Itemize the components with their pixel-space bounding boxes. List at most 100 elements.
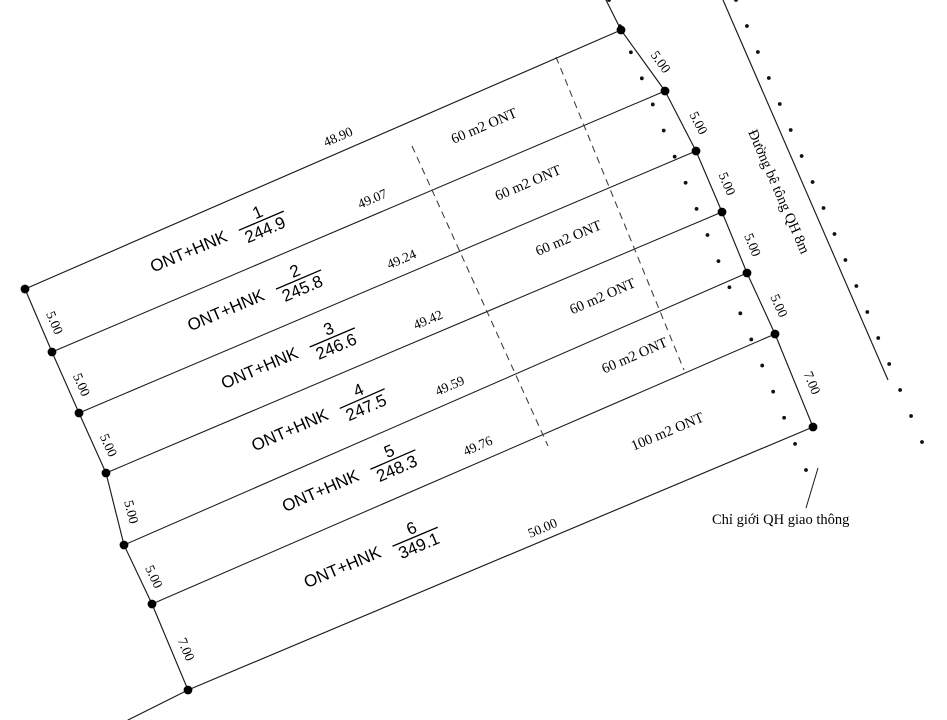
road-near-edge-line [722,0,889,381]
plot-boundary-group [24,0,814,720]
plot-divider-line-5 [151,333,776,605]
top-boundary-line [24,29,622,290]
dimension-left-side-3: 5.00 [97,431,120,459]
plot-fraction-bar-6 [392,526,438,547]
right-edge-segment-5 [746,272,776,335]
dimension-left-side-6: 7.00 [175,635,198,663]
planning-boundary-inner-dot [639,76,644,81]
dimension-left-side-2: 5.00 [70,371,93,399]
planning-boundary-outer-dot [777,102,782,106]
planning-boundary-outer-dot [821,206,826,210]
residential-subarea-label-6: 100 m2 ONT [629,410,707,455]
plot-divider-line-4 [123,272,748,546]
plot-fraction-bar-3 [309,327,356,348]
planning-boundary-inner-dot [804,468,808,472]
planning-boundary-outer-dot [887,362,892,366]
right-vertex-1 [616,25,626,35]
planning-boundary-inner-dot [782,415,787,420]
plot-divider-line-3 [105,211,723,474]
planning-boundary-note: Chỉ giới QH giao thông [712,512,849,528]
vertex-markers-group [20,25,818,695]
right-vertex-4 [717,207,727,217]
planning-boundary-inner-dot [672,154,677,159]
plot-fraction-bar-4 [339,388,385,410]
planning-boundary-outer-dot [920,440,924,444]
planning-boundary-outer-dot [876,336,881,340]
boundary-note-leader-line [805,467,819,509]
planning-boundary-outer-dot [843,258,848,262]
left-vertex-4 [101,468,111,478]
dimension-and-label-text-group: 48.9049.0749.2449.4249.5949.7650.005.005… [43,48,849,663]
plot-landuse-label-3: ONT+HNK [218,343,301,393]
left-vertex-6 [147,599,157,609]
bottom-boundary-line [187,426,814,691]
dimension-left-side-5: 5.00 [142,563,166,591]
dimension-right-side-5: 5.00 [767,292,791,320]
dimension-interior-front-2: 49.24 [385,246,419,272]
residential-subarea-label-4: 60 m2 ONT [567,275,638,318]
planning-boundary-outer-dot [909,414,913,418]
left-edge-segment-1 [24,288,53,353]
left-edge-segment-5 [123,544,153,605]
planning-boundary-inner-dot [793,441,797,446]
residential-subarea-dashed-group [411,56,685,447]
planning-boundary-outer-dot [755,50,760,54]
dimension-interior-front-1: 49.07 [355,186,389,212]
left-edge-segment-4 [105,472,125,546]
planning-boundary-inner-dot [694,206,699,211]
dimension-interior-front-4: 49.59 [433,373,467,399]
left-vertex-3 [74,408,84,418]
planning-boundary-inner-dot [760,363,765,368]
residential-subarea-label-5: 60 m2 ONT [599,335,670,378]
planning-boundary-outer-dot [854,284,859,288]
plot-landuse-label-1: ONT+HNK [147,227,230,277]
plot-landuse-label-6: ONT+HNK [301,542,384,591]
planning-boundary-inner-dot [738,311,743,316]
planning-boundary-outer-dot [865,310,870,314]
left-vertex-1 [20,284,30,294]
left-edge-segment-3 [78,412,107,474]
planning-boundary-inner-dot [727,285,732,290]
planning-boundary-inner-dot [650,102,655,107]
dashed-subarea-line-inner [411,145,549,447]
right-vertex-5 [742,268,752,278]
planning-boundary-inner-dot [716,259,721,264]
plot-fraction-bar-2 [275,269,322,290]
plot-landuse-label-4: ONT+HNK [249,405,332,455]
planning-boundary-outer-dot [745,24,749,28]
dimension-top-edge: 48.90 [321,124,355,150]
right-edge-segment-4 [721,211,748,274]
planning-boundary-outer-dot [766,76,771,80]
right-edge-segment-2 [664,90,697,152]
plot-landuse-label-2: ONT+HNK [185,285,268,335]
left-edge-segment-6 [151,603,189,691]
left-vertex-2 [47,347,57,357]
bottom-boundary-extension [127,689,189,720]
dimension-right-side-4: 5.00 [741,231,764,259]
planning-boundary-inner-dot [661,128,666,133]
plot-area-5: 248.3 [374,452,421,486]
planning-boundary-outer-dot [799,154,804,158]
right-vertex-2 [660,86,670,96]
right-edge-segment-1 [620,29,666,92]
dimension-left-side-4: 5.00 [121,499,141,526]
plot-fraction-bar-1 [238,210,285,231]
right-vertex-6 [770,329,780,339]
planning-boundary-outer-dot [734,0,738,2]
road-group [722,0,889,381]
dimension-right-side-2: 5.00 [686,109,710,137]
planning-boundary-inner-dot [771,389,776,394]
planning-boundary-outer-dot [788,128,793,132]
dimension-right-side-6: 7.00 [801,369,824,397]
planning-boundary-outer-dot [898,388,903,392]
dimension-right-side-3: 5.00 [716,170,739,198]
dimension-left-side-1: 5.00 [43,309,66,337]
planning-boundary-inner-dot [628,50,633,55]
plot-fraction-bar-5 [370,449,416,470]
dimension-interior-front-5: 49.76 [461,433,495,459]
dashed-subarea-line-outer [555,56,685,371]
